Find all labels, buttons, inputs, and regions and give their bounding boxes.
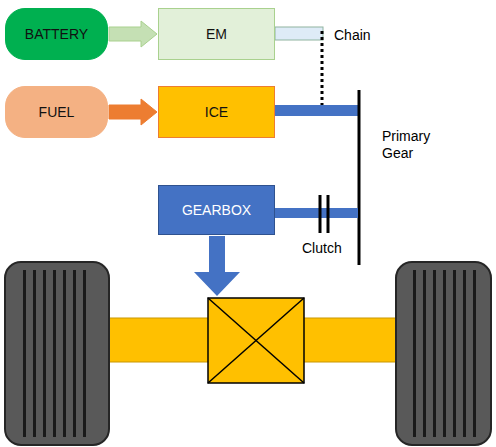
differential <box>208 298 304 383</box>
ice-shaft <box>275 105 358 116</box>
part-label: Chain <box>334 27 371 44</box>
node-label: EM <box>206 26 227 42</box>
part-label: Primary Gear <box>382 128 452 162</box>
part-label: Clutch <box>302 240 342 257</box>
battery-box: BATTERY <box>5 8 108 60</box>
clutch-plate <box>327 195 330 233</box>
gearbox-box: GEARBOX <box>158 185 275 235</box>
em-shaft <box>275 27 323 40</box>
node-label: ICE <box>205 104 228 120</box>
node-label: GEARBOX <box>182 202 251 218</box>
flow-arrow <box>109 21 157 47</box>
wheel <box>5 262 109 445</box>
node-label: FUEL <box>39 104 75 120</box>
primary-gear <box>358 90 361 265</box>
wheel <box>396 262 491 445</box>
clutch-plate <box>319 195 322 233</box>
flow-arrow <box>109 99 157 125</box>
fuel-box: FUEL <box>5 86 108 138</box>
output-arrow <box>194 236 240 296</box>
chain-line <box>321 31 324 108</box>
node-label: BATTERY <box>25 26 88 42</box>
engine-box: ICE <box>158 86 275 138</box>
gearbox-shaft <box>275 208 358 218</box>
motor-box: EM <box>158 8 275 60</box>
